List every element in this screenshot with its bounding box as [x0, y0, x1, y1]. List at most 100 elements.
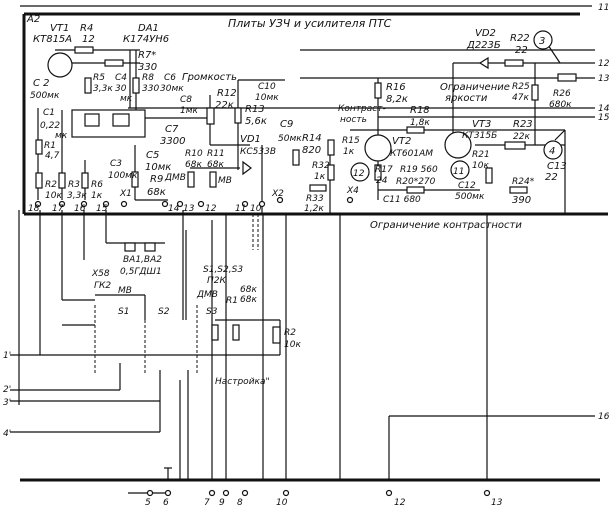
callout-12-label: 12 — [353, 169, 365, 179]
resistor-r10 — [187, 171, 195, 188]
label-da1-value: К174УН6 — [123, 34, 169, 45]
label-ba-value: 0,5ГДШ1 — [120, 267, 162, 277]
terminal-5: 5 — [145, 498, 151, 508]
callout-3-label: 3 — [539, 36, 545, 47]
label-r20: R20*270 — [396, 177, 436, 187]
label-r10-value: 68к — [185, 160, 202, 170]
label-r12-value: 22к — [215, 100, 234, 111]
label-volume: Громкость — [182, 72, 237, 83]
resistor-r18 — [406, 126, 425, 134]
label-mv: МВ — [218, 176, 232, 186]
resistor-r32 — [327, 164, 335, 181]
callout-3 — [533, 30, 553, 50]
label-brightness-limit: Ограничение — [440, 82, 510, 93]
label-c12-value: 500мк — [455, 192, 485, 202]
label-r26-value: 680к — [549, 100, 572, 110]
resistor-r2 — [35, 172, 43, 189]
label-dmv: ДМВ — [164, 173, 186, 183]
label-vt1: VT1 — [50, 23, 69, 34]
label-r4: R4 — [80, 23, 93, 34]
speaker-ba2 — [144, 242, 156, 252]
zener-vd1 — [242, 160, 252, 176]
label-r7: R7* — [138, 50, 156, 61]
terminal-12: 12 — [394, 498, 406, 508]
label-r2: R2 — [45, 180, 57, 190]
label-r22: R22 — [510, 33, 530, 44]
label-r3-value: 3,3к — [67, 191, 87, 201]
label-r25: R25 — [512, 82, 530, 92]
label-r10: R10 — [185, 149, 203, 159]
label-s123: S1,S2,S3 — [203, 265, 243, 275]
label-r26: R26 — [553, 89, 571, 99]
pin-14: 14 — [168, 204, 180, 214]
label-contrast: Контраст- — [338, 104, 386, 114]
resistor-r2-10k — [272, 326, 281, 344]
resistor-r26 — [557, 73, 577, 82]
resistor-r23 — [504, 141, 526, 150]
label-r2-10k: R2 — [284, 328, 296, 338]
label-c9-value: 50мк — [278, 134, 302, 144]
input-1: 1' — [3, 351, 11, 361]
label-r2-10k-value: 10к — [284, 340, 301, 350]
resistor-r15 — [327, 139, 335, 156]
callout-11 — [450, 160, 470, 180]
label-x4: X4 — [346, 186, 359, 196]
label-r4-value: 12 — [82, 34, 95, 45]
label-r22-value: 22 — [515, 45, 528, 56]
output-15: 15 — [598, 113, 610, 123]
label-vd2: VD2 — [475, 28, 496, 39]
label-c7: C7 — [165, 124, 179, 135]
label-r2-switch-value: 68к — [240, 295, 257, 305]
resistor-r3 — [58, 172, 66, 189]
label-r6: R6 — [91, 180, 103, 190]
resistor-r21 — [485, 167, 493, 184]
pin-15: 15 — [96, 204, 108, 214]
label-r5: R5 — [93, 73, 105, 83]
pin-17: 17 — [52, 204, 64, 214]
label-c10: C10 — [258, 82, 276, 92]
block-label: A2 — [26, 14, 40, 25]
label-x58-value: ГК2 — [94, 281, 111, 291]
label-r16: R16 — [386, 82, 406, 93]
terminals — [34, 196, 491, 497]
resistor-r9 — [131, 171, 139, 188]
resistor-r17 — [374, 164, 382, 181]
label-x58: X58 — [91, 269, 110, 279]
pin-10: 10 — [250, 204, 262, 214]
resistor-r1-68k — [211, 324, 219, 341]
pin-11: 11 — [235, 204, 246, 214]
label-r21-value: 10к — [472, 161, 489, 171]
label-c3-value: 100мк — [108, 171, 138, 181]
resistor-r1 — [35, 139, 43, 155]
diagram-title: Плиты УЗЧ и усилителя ПТС — [228, 17, 392, 30]
label-c9: C9 — [280, 119, 293, 130]
label-mv-switch: МВ — [118, 286, 132, 296]
label-r6-value: 1к — [91, 191, 103, 201]
resistor-r24 — [509, 186, 528, 194]
input-4: 4' — [3, 429, 11, 439]
label-r18: R18 — [410, 105, 430, 116]
label-r1-switch: R1 — [226, 296, 238, 306]
label-da1: DA1 — [138, 23, 159, 34]
label-r11: R11 — [207, 149, 225, 159]
label-r5-value: 3,3к — [93, 84, 113, 94]
input-2: 2' — [3, 385, 11, 395]
label-c13: C13 — [547, 161, 567, 172]
diode-vd2 — [478, 56, 489, 70]
resistor-r16 — [374, 82, 382, 99]
label-r33: R33 — [306, 194, 324, 204]
pin-12: 12 — [205, 204, 217, 214]
resistor-r20 — [406, 186, 425, 194]
label-c6-value: 30мк — [160, 84, 184, 94]
label-r24: R24* — [512, 177, 535, 187]
terminal-7: 7 — [204, 498, 210, 508]
label-r15-value: 1к — [343, 147, 355, 157]
label-vt3: VT3 — [472, 119, 491, 130]
label-r1: R1 — [44, 141, 56, 151]
label-r33-value: 1,2к — [304, 204, 324, 214]
label-contrast-limit: Ограничение контрастности — [370, 220, 522, 231]
resistor-r25 — [531, 84, 539, 101]
labels: Плиты УЗЧ и усилителя ПТС A2 VT1 КТ815А … — [3, 3, 610, 508]
resistor-r2-68k — [232, 324, 240, 341]
